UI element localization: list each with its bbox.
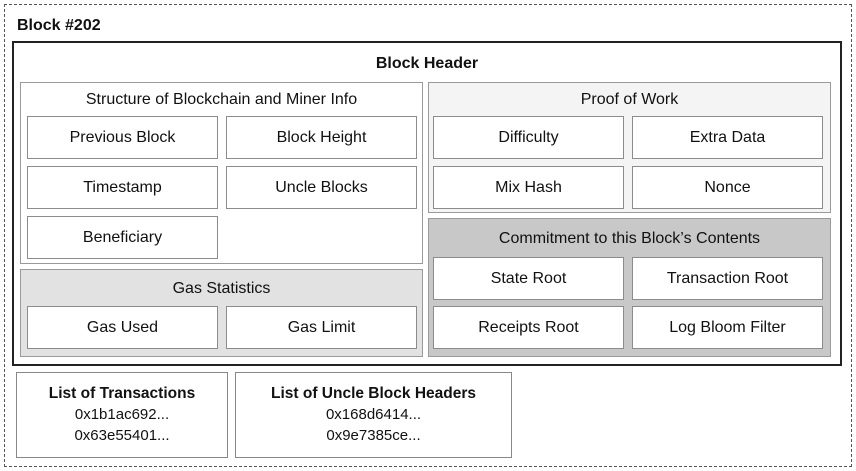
uncle-headers-list-title: List of Uncle Block Headers xyxy=(270,385,476,402)
field-gas-limit: Gas Limit xyxy=(226,306,417,349)
transactions-list: List of Transactions 0x1b1ac692... 0x63e… xyxy=(16,372,228,458)
structure-panel-title: Structure of Blockchain and Miner Info xyxy=(85,91,358,108)
list-item: 0x9e7385ce... xyxy=(326,427,421,444)
block-header-box xyxy=(12,41,842,366)
transactions-list-title: List of Transactions xyxy=(48,385,196,402)
field-beneficiary: Beneficiary xyxy=(27,216,218,259)
list-item: 0x1b1ac692... xyxy=(74,406,170,423)
block-title: Block #202 xyxy=(17,17,101,34)
uncle-headers-list: List of Uncle Block Headers 0x168d6414..… xyxy=(235,372,512,458)
gas-panel-title: Gas Statistics xyxy=(172,280,271,297)
block-header-title: Block Header xyxy=(375,55,479,72)
pow-panel-title: Proof of Work xyxy=(580,91,679,108)
field-receipts-root: Receipts Root xyxy=(433,306,624,349)
field-timestamp: Timestamp xyxy=(27,166,218,209)
field-difficulty: Difficulty xyxy=(433,116,624,159)
list-item: 0x63e55401... xyxy=(74,427,170,444)
list-item: 0x168d6414... xyxy=(325,406,422,423)
field-extra-data: Extra Data xyxy=(632,116,823,159)
field-transaction-root: Transaction Root xyxy=(632,257,823,300)
field-previous-block: Previous Block xyxy=(27,116,218,159)
block-container xyxy=(4,4,852,467)
field-mix-hash: Mix Hash xyxy=(433,166,624,209)
field-state-root: State Root xyxy=(433,257,624,300)
field-uncle-blocks: Uncle Blocks xyxy=(226,166,417,209)
field-block-height: Block Height xyxy=(226,116,417,159)
field-log-bloom-filter: Log Bloom Filter xyxy=(632,306,823,349)
field-gas-used: Gas Used xyxy=(27,306,218,349)
commitment-panel-title: Commitment to this Block’s Contents xyxy=(498,230,761,247)
field-nonce: Nonce xyxy=(632,166,823,209)
